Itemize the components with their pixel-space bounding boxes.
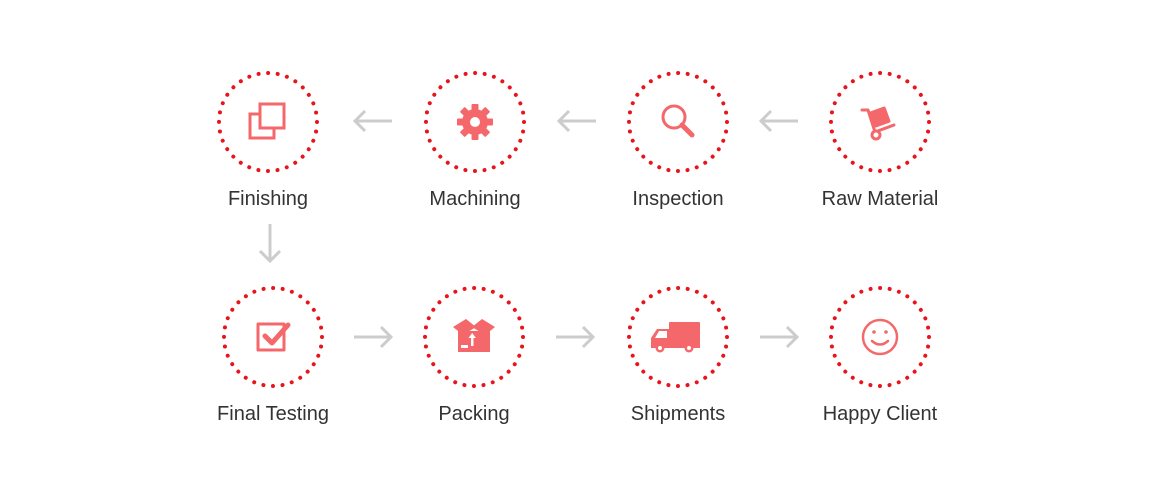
dotted-ring	[627, 286, 729, 388]
dotted-ring	[424, 71, 526, 173]
arrow-left-icon	[758, 109, 798, 133]
step-finishing: Finishing	[178, 70, 358, 211]
checkbox-icon	[256, 322, 291, 352]
arrow-right-icon	[760, 325, 800, 349]
step-packing: Packing	[384, 285, 564, 426]
step-label: Raw Material	[821, 188, 939, 210]
step-label: Shipments	[630, 403, 726, 425]
step-label: Finishing	[227, 188, 309, 210]
dotted-ring	[829, 71, 931, 173]
dotted-ring	[627, 71, 729, 173]
dotted-ring	[217, 71, 319, 173]
arrow-left-icon	[556, 109, 596, 133]
layers-icon	[248, 102, 286, 140]
arrow-left-icon	[352, 109, 392, 133]
step-label: Packing	[438, 403, 510, 425]
dotted-ring	[423, 286, 525, 388]
arrow-down-icon	[258, 224, 282, 264]
hand-truck-icon	[860, 106, 896, 141]
magnifier-icon	[661, 104, 695, 138]
step-label: Happy Client	[822, 403, 938, 425]
step-label: Machining	[429, 188, 521, 210]
step-label: Inspection	[632, 188, 724, 210]
step-label: Final Testing	[217, 403, 329, 425]
dotted-ring	[222, 286, 324, 388]
arrow-right-icon	[354, 325, 394, 349]
step-inspection: Inspection	[588, 70, 768, 211]
step-shipments: Shipments	[588, 285, 768, 426]
dotted-ring	[829, 286, 931, 388]
step-machining: Machining	[385, 70, 565, 211]
step-happy-client: Happy Client	[790, 285, 970, 426]
open-box-icon	[453, 319, 495, 352]
gear-icon	[457, 104, 493, 140]
smiley-icon	[861, 318, 899, 356]
arrow-right-icon	[556, 325, 596, 349]
step-raw-material: Raw Material	[790, 70, 970, 211]
delivery-truck-icon	[651, 322, 700, 353]
step-final-testing: Final Testing	[183, 285, 363, 426]
